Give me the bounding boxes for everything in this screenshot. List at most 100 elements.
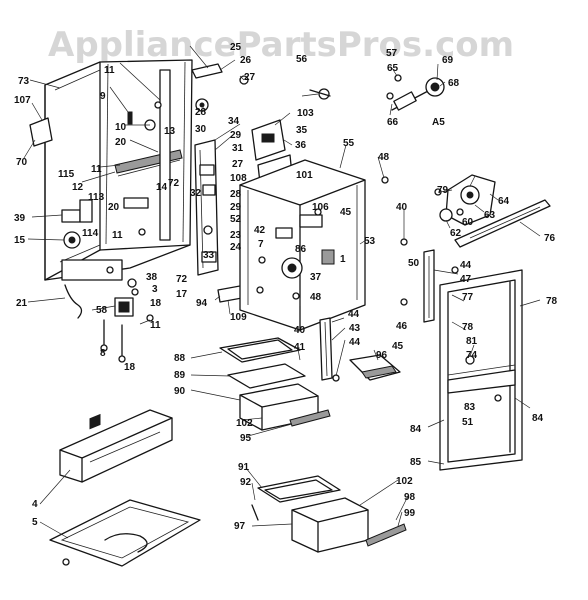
label-74: 74 (466, 350, 478, 361)
label-42: 42 (254, 225, 266, 236)
label-72b: 72 (176, 274, 188, 285)
label-113: 113 (88, 192, 105, 203)
label-28a: 28 (195, 107, 207, 118)
watermark: AppliancePartsPros.com (48, 25, 514, 65)
label-77: 77 (462, 292, 474, 303)
label-64: 64 (498, 196, 510, 207)
label-84a: 84 (532, 413, 544, 424)
label-55: 55 (343, 138, 355, 149)
label-27a: 27 (244, 72, 256, 83)
label-96: 96 (376, 350, 388, 361)
label-76: 76 (544, 233, 556, 244)
label-51: 51 (462, 417, 474, 428)
label-65: 65 (387, 63, 399, 74)
label-102a: 102 (236, 418, 253, 429)
label-102b: 102 (396, 476, 413, 487)
upper-shelf-88 (219, 337, 301, 363)
label-20b: 20 (108, 202, 120, 213)
label-31: 31 (232, 143, 244, 154)
label-34: 34 (228, 116, 240, 127)
label-92: 92 (240, 477, 252, 488)
cabinet-assembly (29, 59, 193, 363)
label-30: 30 (195, 124, 207, 135)
label-60: 60 (462, 217, 474, 228)
label-32: 32 (190, 188, 202, 199)
label-37: 37 (310, 272, 322, 283)
label-11c: 11 (112, 230, 123, 241)
label-63: 63 (484, 210, 496, 221)
label-38: 38 (146, 272, 158, 283)
label-40a: 40 (396, 202, 408, 213)
label-91: 91 (238, 462, 250, 473)
label-78b: 78 (462, 322, 474, 333)
label-53: 53 (364, 236, 376, 247)
label-101: 101 (296, 170, 313, 181)
label-44a: 44 (460, 260, 472, 271)
label-57: 57 (386, 48, 398, 59)
label-25: 25 (230, 42, 242, 53)
label-99: 99 (404, 508, 416, 519)
label-17: 17 (176, 289, 188, 300)
label-24: 24 (230, 242, 242, 253)
label-68: 68 (448, 78, 460, 89)
label-78a: 78 (546, 296, 558, 307)
label-52: 52 (230, 214, 242, 225)
label-13a: 13 (164, 126, 176, 137)
label-11d: 11 (150, 320, 161, 331)
label-11a: 11 (104, 65, 115, 76)
label-9: 9 (100, 91, 106, 102)
shelf-frame-89 (227, 363, 306, 389)
door-gasket-frame (400, 238, 523, 471)
label-83: 83 (464, 402, 476, 413)
label-85: 85 (410, 457, 422, 468)
label-4: 4 (32, 499, 38, 510)
label-18a: 18 (150, 298, 162, 309)
lower-drawer-assembly (251, 475, 407, 553)
label-115: 115 (58, 169, 75, 180)
label-58: 58 (96, 305, 108, 316)
label-95: 95 (240, 433, 252, 444)
label-114: 114 (82, 228, 99, 239)
label-46: 46 (396, 321, 408, 332)
label-79: 79 (437, 185, 449, 196)
label-26: 26 (240, 55, 252, 66)
label-103: 103 (297, 108, 314, 119)
label-29b: 29 (230, 202, 242, 213)
label-109: 109 (230, 312, 247, 323)
label-72a: 72 (168, 178, 180, 189)
label-73: 73 (18, 76, 30, 87)
label-69: 69 (442, 55, 454, 66)
label-23: 23 (230, 230, 242, 241)
label-15: 15 (14, 235, 26, 246)
label-44c: 44 (349, 337, 361, 348)
label-66: 66 (387, 117, 399, 128)
label-33: 33 (203, 250, 215, 261)
label-44b: 44 (348, 309, 360, 320)
label-94: 94 (196, 298, 208, 309)
label-1: 1 (340, 254, 346, 265)
label-12: 12 (72, 182, 84, 193)
label-97: 97 (234, 521, 246, 532)
label-98: 98 (404, 492, 416, 503)
label-107: 107 (14, 95, 31, 106)
label-62: 62 (450, 228, 462, 239)
label-35: 35 (296, 125, 308, 136)
label-50: 50 (408, 258, 420, 269)
part-labels: 73 107 70 11 9 10 13 20 11 115 12 113 1 4… (14, 42, 558, 532)
label-39: 39 (14, 213, 26, 224)
label-28b: 28 (230, 189, 242, 200)
label-108: 108 (230, 173, 247, 184)
label-106: 106 (312, 202, 329, 213)
label-20a: 20 (115, 137, 127, 148)
label-56: 56 (296, 54, 308, 65)
label-81: 81 (466, 336, 478, 347)
label-10: 10 (115, 122, 127, 133)
label-86: 86 (295, 244, 307, 255)
label-36: 36 (295, 140, 307, 151)
label-27b: 27 (232, 159, 244, 170)
label-11b: 11 (91, 164, 102, 175)
label-70: 70 (16, 157, 28, 168)
drip-tray-5 (49, 499, 201, 567)
label-18b: 18 (124, 362, 136, 373)
